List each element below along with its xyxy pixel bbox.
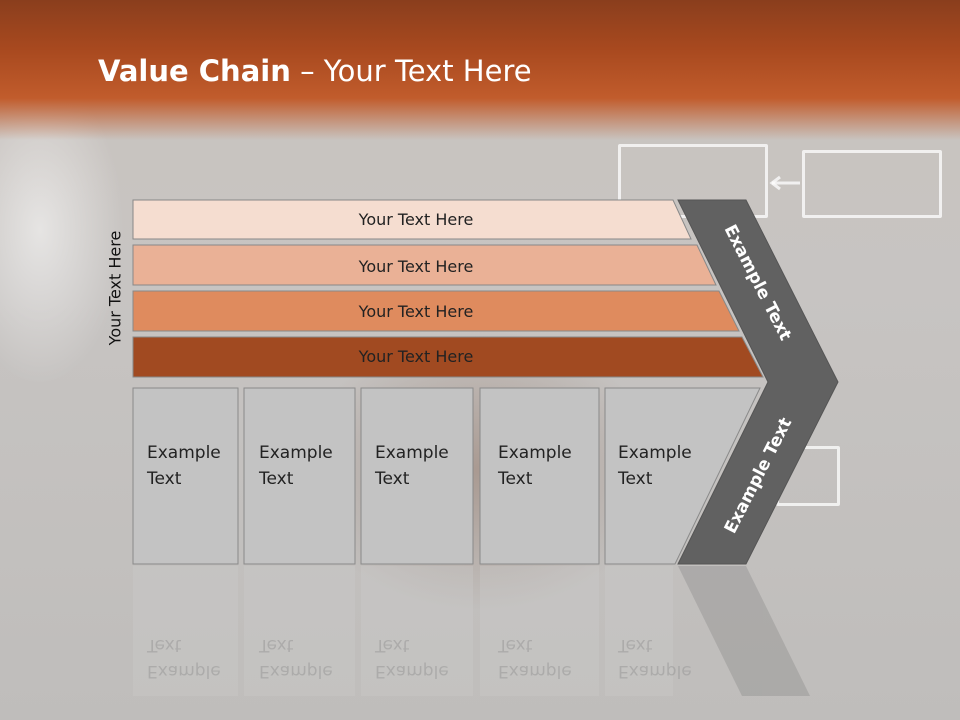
bar-3-label: Your Text Here <box>358 302 474 321</box>
reflection-group <box>133 566 810 696</box>
sketch-arrow-head <box>769 175 781 191</box>
column-5 <box>604 387 761 565</box>
header-band <box>0 0 960 140</box>
sketch-box-2 <box>802 150 942 218</box>
column-4 <box>479 387 600 565</box>
slide-title: Value Chain – Your Text Here <box>98 54 532 88</box>
bar-2-label: Your Text Here <box>358 257 474 276</box>
column-1 <box>132 387 239 565</box>
bar-1 <box>132 199 692 240</box>
chevron-arrow <box>677 199 839 565</box>
bar-4 <box>132 336 764 378</box>
column-3 <box>360 387 474 565</box>
bar-1-label: Your Text Here <box>358 210 474 229</box>
bar-2 <box>132 244 717 286</box>
bar-4-label: Your Text Here <box>358 347 474 366</box>
bar-3 <box>132 290 740 332</box>
column-2 <box>243 387 356 565</box>
